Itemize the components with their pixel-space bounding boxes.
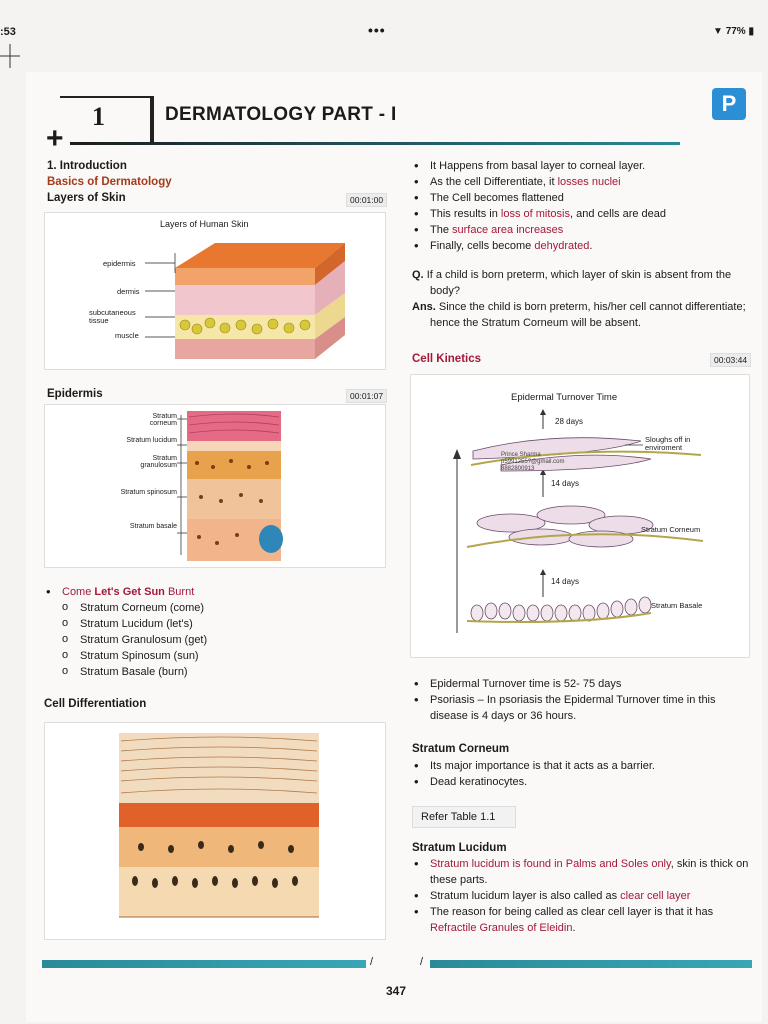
figure-cell-differentiation: [44, 722, 386, 940]
watermark-email: p5991255?@gmail.com: [501, 459, 565, 465]
battery-text: 77%: [725, 26, 746, 37]
battery-icon: ▮: [748, 26, 754, 37]
cell-kinetics-heading: Cell Kinetics: [412, 353, 482, 365]
plus-icon: +: [46, 122, 64, 155]
list-item: Come Let's Get Sun Burnt: [44, 584, 384, 600]
label-muscle: muscle: [115, 331, 139, 340]
label-28-days: 28 days: [555, 417, 584, 426]
list-item: Stratum Basale (burn): [44, 663, 384, 680]
label-stratum-basale: Stratum Basale: [651, 601, 703, 610]
list-item: Stratum Corneum (come): [44, 599, 384, 616]
label-stratum-lucidum: Stratum lucidum: [126, 437, 177, 444]
footer-mark: /: [370, 956, 374, 968]
video-timestamp[interactable]: 00:01:00: [346, 193, 388, 207]
battery-indicator: ▼ 77% ▮: [713, 26, 754, 37]
stratum-corneum-heading: Stratum Corneum: [412, 743, 510, 755]
wifi-icon: ▼: [713, 26, 723, 37]
list-item: The surface area increases: [412, 222, 752, 238]
list-item: Dead keratinocytes.: [412, 774, 752, 790]
label-dermis: dermis: [117, 287, 140, 296]
list-item: The Cell becomes flattened: [412, 190, 752, 206]
label-stratum-basale: Stratum basale: [129, 523, 177, 530]
footer-bar-right: [430, 960, 752, 968]
watermark-phone: 8882800913: [501, 466, 535, 472]
turnover-title: Epidermal Turnover Time: [511, 392, 618, 403]
question-block: Q. If a child is born preterm, which lay…: [412, 269, 746, 329]
crosshair-icon[interactable]: [0, 44, 20, 68]
more-dots-icon[interactable]: •••: [368, 22, 386, 38]
list-item: Stratum Granulosum (get): [44, 631, 384, 648]
list-item: Epidermal Turnover time is 52- 75 days: [412, 676, 752, 692]
chapter-box: [60, 96, 154, 140]
refer-table-button[interactable]: Refer Table 1.1: [412, 806, 516, 828]
cell-differentiation-heading: Cell Differentiation: [44, 698, 147, 710]
list-item: Stratum Spinosum (sun): [44, 647, 384, 664]
video-timestamp[interactable]: 00:01:07: [346, 389, 388, 403]
chapter-title: DERMATOLOGY PART - I: [165, 104, 397, 125]
footer-mark: /: [420, 956, 424, 968]
video-timestamp[interactable]: 00:03:44: [710, 353, 752, 367]
basics-heading: Basics of Dermatology: [47, 176, 172, 188]
status-time: :53: [0, 26, 16, 38]
list-item: Stratum lucidum layer is also called as …: [412, 888, 752, 904]
figure-caption: Layers of Human Skin: [160, 219, 249, 229]
label-14-days-bottom: 14 days: [551, 577, 580, 586]
skin-cross-section-illustration: [145, 243, 345, 359]
intro-heading: 1. Introduction: [47, 160, 127, 172]
differentiation-facts-list: It Happens from basal layer to corneal l…: [412, 158, 752, 254]
stratum-lucidum-heading: Stratum Lucidum: [412, 842, 507, 854]
cell-differentiation-illustration: [119, 733, 319, 918]
label-subcutaneous: subcutaneous tissue: [89, 308, 136, 326]
figure-skin-layers: Layers of Human Skin epidermis dermis su…: [44, 212, 386, 370]
label-epidermis: epidermis: [103, 259, 136, 268]
layers-heading: Layers of Skin: [47, 192, 126, 204]
figure-epidermal-turnover: Epidermal Turnover Time 28 days Sloughs …: [410, 374, 750, 658]
epidermis-strata-illustration: [177, 411, 283, 561]
mnemonic-list: Come Let's Get Sun Burnt: [44, 584, 384, 600]
list-item: Stratum Lucidum (let's): [44, 615, 384, 632]
label-stratum-corneum: Stratum Corneum: [641, 525, 701, 534]
label-stratum-corneum: Stratum corneum: [149, 413, 177, 427]
list-item: As the cell Differentiate, it losses nuc…: [412, 174, 752, 190]
list-item: The reason for being called as clear cel…: [412, 904, 752, 936]
list-item: Finally, cells become dehydrated.: [412, 238, 752, 254]
label-14-days-top: 14 days: [551, 479, 580, 488]
publisher-logo-icon: P: [712, 88, 746, 120]
strata-sublist: Stratum Corneum (come) Stratum Lucidum (…: [44, 599, 384, 680]
list-item: It Happens from basal layer to corneal l…: [412, 158, 752, 174]
list-item: Stratum lucidum is found in Palms and So…: [412, 856, 752, 888]
figure-epidermis: Stratum corneum Stratum lucidum Stratum …: [44, 404, 386, 568]
footer-bar-left: [42, 960, 366, 968]
turnover-facts-list: Epidermal Turnover time is 52- 75 days P…: [412, 676, 752, 724]
chapter-number: 1: [92, 102, 105, 131]
label-stratum-spinosum: Stratum spinosum: [120, 489, 177, 496]
chapter-divider: [150, 96, 154, 142]
list-item: This results in loss of mitosis, and cel…: [412, 206, 752, 222]
list-item: Its major importance is that it acts as …: [412, 758, 752, 774]
watermark-name: Prince Sharma: [501, 452, 541, 458]
epidermis-heading: Epidermis: [47, 388, 103, 400]
stratum-lucidum-list: Stratum lucidum is found in Palms and So…: [412, 856, 752, 936]
turnover-illustration: [453, 409, 704, 633]
list-item: Psoriasis – In psoriasis the Epidermal T…: [412, 692, 752, 724]
stratum-corneum-list: Its major importance is that it acts as …: [412, 758, 752, 790]
label-sloughs-off: Sloughs off in enviroment: [645, 435, 691, 453]
label-stratum-granulosum: Stratum granulosum: [140, 455, 177, 469]
header-rule: [70, 142, 680, 145]
status-bar: :53 ••• ▼ 77% ▮: [0, 0, 768, 40]
page-number: 347: [386, 984, 407, 998]
